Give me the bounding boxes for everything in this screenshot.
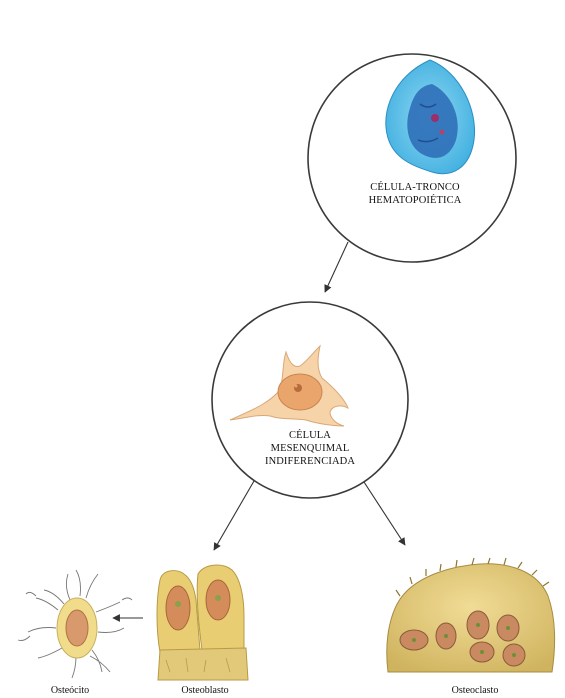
osteoclast-label: Osteoclasto xyxy=(430,684,520,697)
hsc-label-line1: CÉLULA-TRONCO xyxy=(345,181,485,194)
osteocyte-nucleus xyxy=(66,610,88,646)
osteoblast-icon xyxy=(157,565,248,680)
msc-label: CÉLULA MESENQUIMAL INDIFERENCIADA xyxy=(220,429,400,468)
hsc-label-line2: HEMATOPOIÉTICA xyxy=(345,194,485,207)
osteoblast-label: Osteoblasto xyxy=(160,684,250,697)
arrow-msc-to-osteoclast xyxy=(364,482,405,545)
arrow-msc-to-osteoblast xyxy=(214,481,254,550)
msc-label-line1: CÉLULA xyxy=(220,429,400,442)
msc-label-line2: MESENQUIMAL xyxy=(220,442,400,455)
osteoclast-icon xyxy=(387,558,555,672)
hsc-label: CÉLULA-TRONCO HEMATOPOIÉTICA xyxy=(345,181,485,207)
osteocyte-label: Osteócito xyxy=(30,684,110,697)
msc-label-line3: INDIFERENCIADA xyxy=(220,455,400,468)
arrow-hsc-to-msc xyxy=(325,242,348,292)
